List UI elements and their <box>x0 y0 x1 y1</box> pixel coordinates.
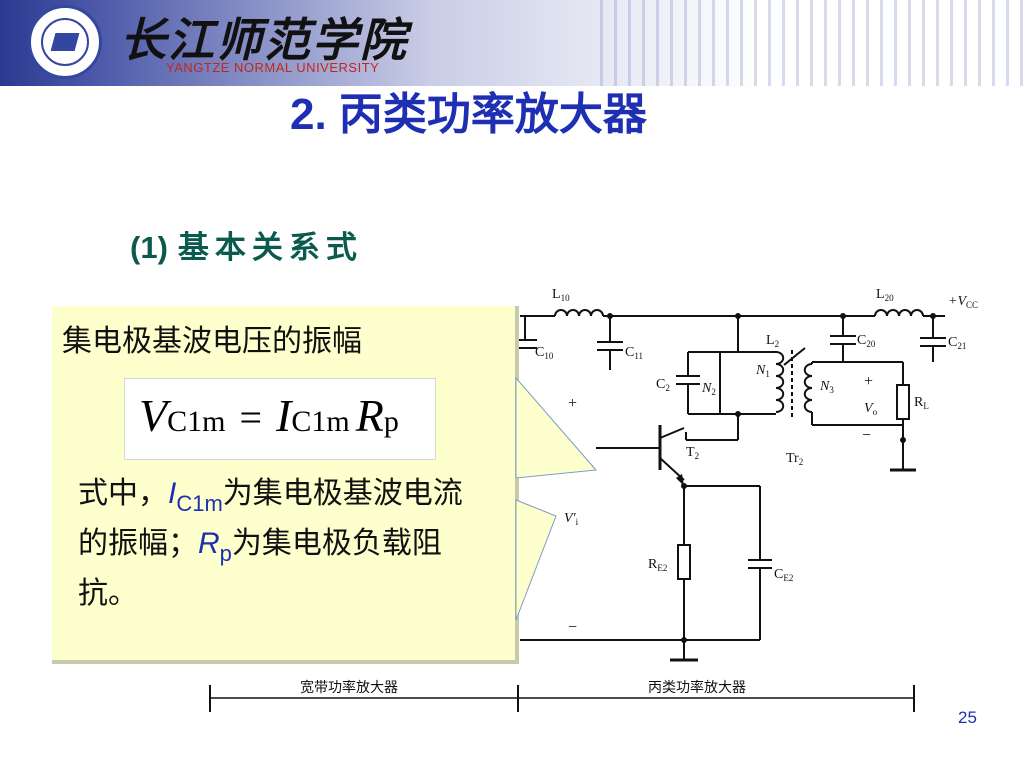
label-c20: C20 <box>857 333 876 349</box>
label-c11: C11 <box>625 345 643 361</box>
formula-lhs-sub: C1m <box>167 405 226 438</box>
inductor-l2-coil <box>775 351 785 413</box>
callout-box <box>52 306 519 664</box>
label-vi-minus: − <box>568 619 577 636</box>
subtitle-text: 基本关系式 <box>177 230 363 266</box>
label-re2: RE2 <box>648 557 667 573</box>
banner-stripes <box>600 0 1024 86</box>
callout-heading: 集电极基波电压的振幅 <box>62 324 362 359</box>
desc-symbol-r-sub: p <box>219 541 232 566</box>
label-vo: Vo <box>864 401 878 417</box>
label-c10: C10 <box>535 345 554 361</box>
desc-symbol-i-sub: C1m <box>176 491 223 516</box>
adjust-arrow <box>783 347 806 366</box>
transistor-t2-collector <box>659 427 685 439</box>
slide-title: 2. 丙类功率放大器 <box>290 90 647 139</box>
desc-symbol-i: I <box>168 477 177 510</box>
label-l2: L2 <box>766 333 779 349</box>
label-tr2: Tr2 <box>786 451 803 467</box>
label-rl: RL <box>914 395 929 411</box>
university-seal-logo <box>28 5 102 79</box>
label-c21: C21 <box>948 335 966 351</box>
page-number: 25 <box>958 708 977 727</box>
desc-symbol-r: R <box>198 527 220 560</box>
label-vi-plus: + <box>568 395 577 412</box>
desc-prefix: 式中， <box>78 476 168 511</box>
label-n1: N1 <box>755 363 770 379</box>
formula-current-sub: C1m <box>291 405 350 438</box>
inductor-l10 <box>554 309 604 317</box>
label-vcc: +VCC <box>948 294 978 310</box>
formula-equals: = <box>239 395 263 440</box>
callout-description: 式中，IC1m为集电极基波电流的振幅；Rp为集电极负载阻抗。 <box>78 470 488 618</box>
subtitle-number: (1) <box>130 230 168 265</box>
inductor-n3-coil <box>803 363 813 413</box>
university-name-en: YANGTZE NORMAL UNIVERSITY <box>166 60 380 75</box>
formula-resistance-sub: p <box>383 405 399 438</box>
label-t2: T2 <box>686 445 699 461</box>
label-vo-minus: − <box>862 427 871 444</box>
label-l10: L10 <box>552 287 570 303</box>
label-vi: V′i <box>564 511 579 527</box>
label-section-left: 宽带功率放大器 <box>300 679 398 696</box>
section-subtitle: (1) 基本关系式 <box>130 222 363 267</box>
label-vo-plus: + <box>864 373 873 390</box>
label-n3: N3 <box>819 379 834 395</box>
desc-middle: 为集电极基波电流的振幅； <box>78 476 463 561</box>
desc-tail: 为集电极负载阻抗。 <box>78 526 442 611</box>
university-name-cn: 长江师范学院 <box>120 13 408 67</box>
formula-current: I <box>276 390 292 441</box>
label-l20: L20 <box>876 287 894 303</box>
seal-inner-ring <box>41 18 89 66</box>
formula-resistance: R <box>355 390 384 441</box>
label-c2: C2 <box>656 377 670 393</box>
header-banner: 长江师范学院 YANGTZE NORMAL UNIVERSITY <box>0 0 1024 86</box>
formula-lhs: V <box>139 390 168 441</box>
inductor-l20 <box>874 309 924 317</box>
label-section-right: 丙类功率放大器 <box>648 679 746 696</box>
label-n2: N2 <box>701 381 716 397</box>
label-ce2: CE2 <box>774 567 793 583</box>
